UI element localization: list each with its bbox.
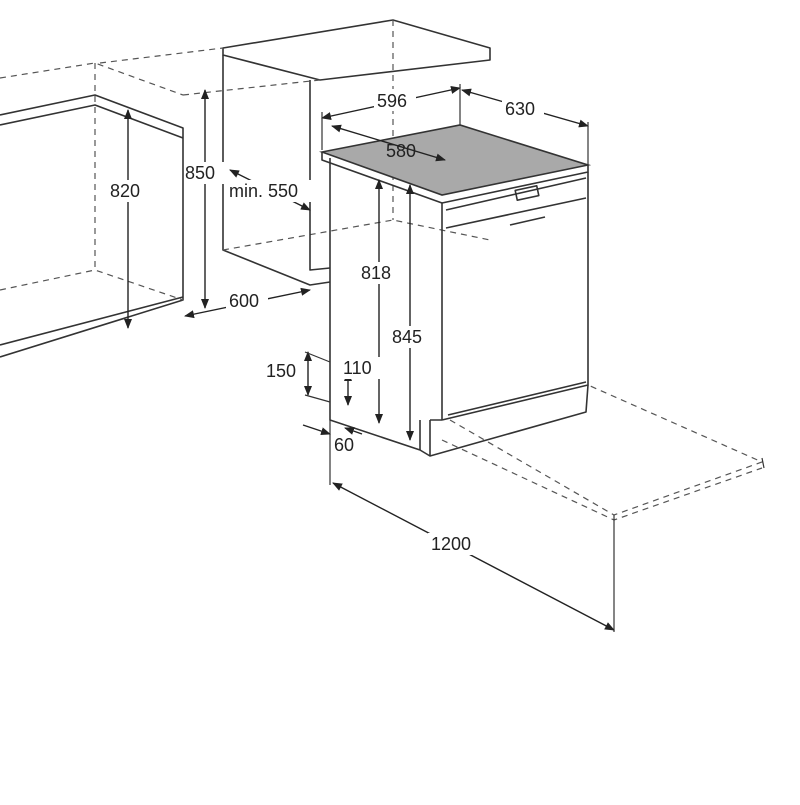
counter-height-label: 850 — [185, 163, 215, 183]
plinth-height-label: 150 — [266, 361, 296, 381]
min-width-label: min. 550 — [229, 181, 298, 201]
inner-depth-label: 580 — [386, 141, 416, 161]
dishwasher — [318, 124, 592, 457]
niche-cabinet — [99, 19, 491, 286]
plinth-depth-label: 60 — [334, 435, 354, 455]
width-label: 596 — [377, 91, 407, 111]
total-height-label: 845 — [392, 327, 422, 347]
body-height-label: 818 — [361, 263, 391, 283]
depth-label: 630 — [505, 99, 535, 119]
left-cabinet — [0, 62, 184, 358]
plinth-min-label: 110 — [343, 358, 372, 378]
niche-height-label: 820 — [110, 181, 140, 201]
niche-depth-label: 600 — [229, 291, 259, 311]
door-clearance-label: 1200 — [431, 534, 471, 554]
dimension-labels: 596 630 580 820 850 min. 550 600 818 845… — [107, 89, 544, 555]
